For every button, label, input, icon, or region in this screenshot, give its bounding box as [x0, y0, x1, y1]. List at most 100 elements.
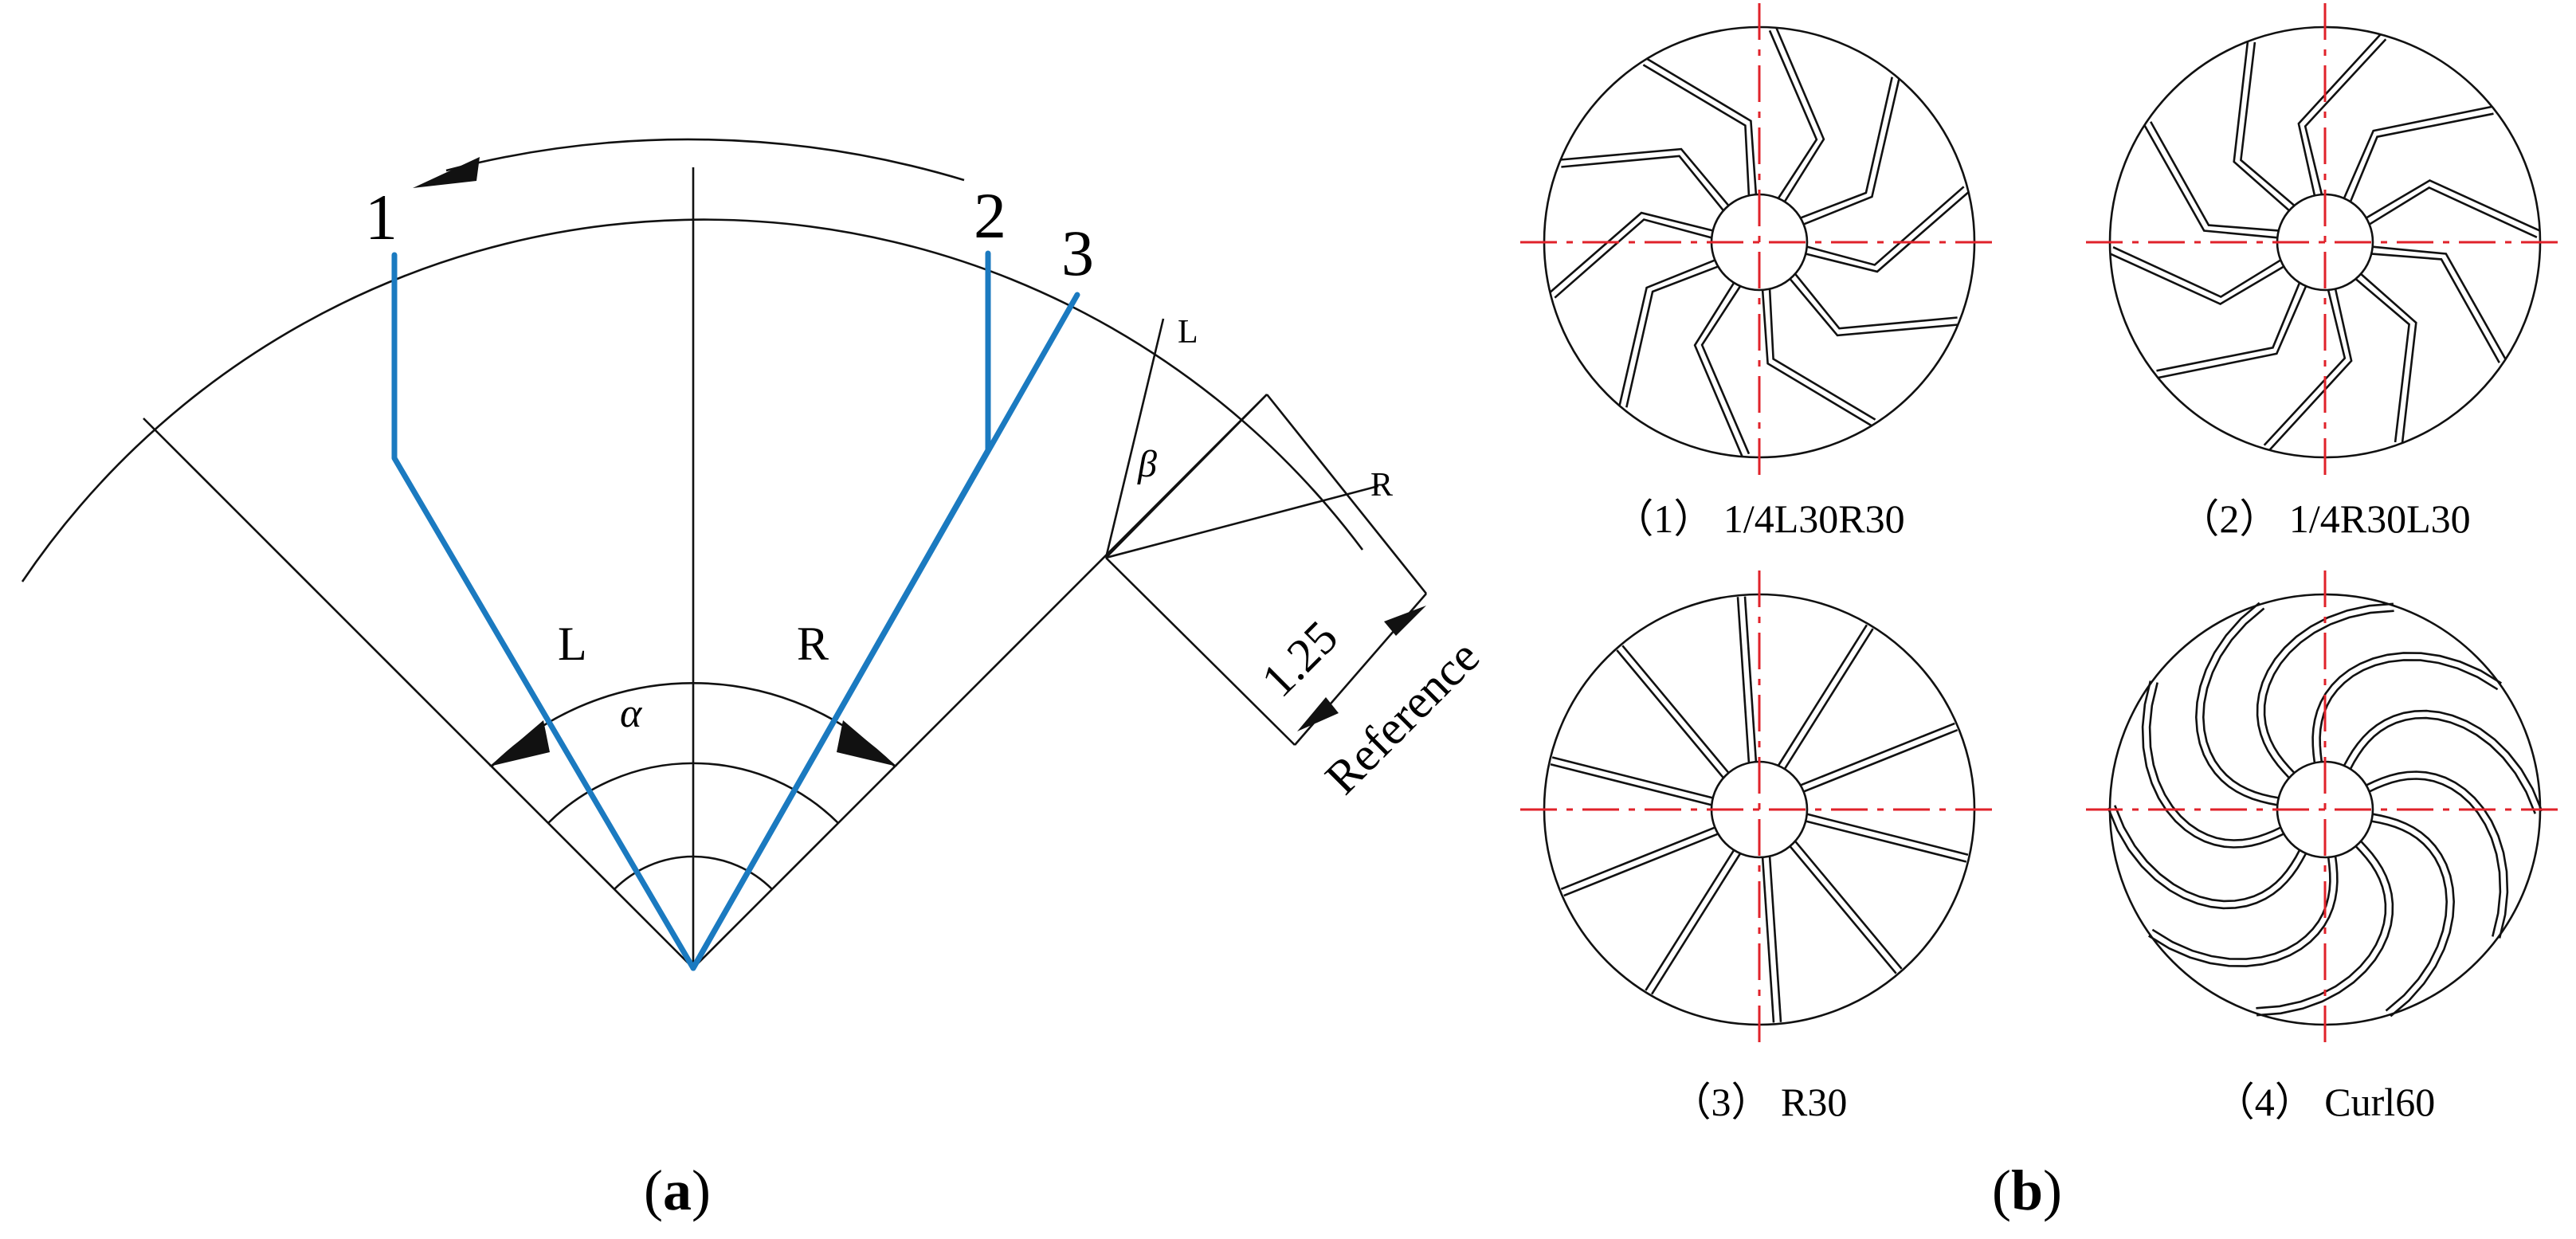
blade-edge [1560, 826, 1715, 891]
blade-edge [1743, 596, 1758, 763]
panel-a-caption-open: ( [644, 1159, 663, 1222]
blade-edge [1783, 628, 1874, 770]
blade-edge [1621, 645, 1730, 774]
blade-edge [2349, 112, 2494, 202]
blade-edge [1642, 64, 1751, 195]
blade-edge [2359, 273, 2417, 444]
blade-edge [1560, 147, 1730, 207]
blade-edge [1700, 285, 1751, 455]
rotation-arrow-arc [445, 138, 965, 182]
blade-edge [2150, 121, 2279, 232]
panel-a-caption: (a) [644, 1159, 711, 1222]
impeller-label-2: （2） 1/4R30L30 [2179, 496, 2470, 541]
panel-a-caption-close: ) [692, 1159, 711, 1222]
blade-edge [2349, 716, 2537, 814]
blade-label-1: 1 [365, 181, 398, 253]
blade-edge [2372, 245, 2507, 360]
side-label-right: R [797, 618, 829, 670]
blade-edge [1768, 289, 1876, 421]
blade-edge [2268, 288, 2353, 451]
impeller-4-blades [2107, 602, 2543, 1017]
impeller-3-blades [1550, 596, 1969, 1023]
blade-edge [2256, 845, 2387, 1010]
blade-edge [1789, 845, 1897, 974]
blade-edge [1645, 849, 1735, 991]
blade-edge [2109, 253, 2285, 305]
blade-edge [1794, 273, 1958, 330]
ref-label-left: L [1178, 314, 1198, 351]
blade-edge [1618, 259, 1715, 406]
blade-edge [1775, 27, 1825, 202]
blade-edge [1693, 282, 1743, 457]
blade-edge [1777, 624, 1868, 767]
blade-3 [690, 292, 1080, 971]
panel-b-caption-close: ) [2043, 1159, 2062, 1222]
reference-text: Reference [1315, 630, 1490, 805]
blade-edge [2371, 820, 2449, 1012]
alpha-arc-inner [614, 855, 773, 890]
outer-arc [21, 218, 1364, 582]
side-label-left: L [558, 618, 587, 670]
panel-b: （1） 1/4L30R30 （2） 1/4R30L30 （3） R30 （4） … [1520, 3, 2564, 1222]
blade-label-3: 3 [1061, 217, 1094, 289]
blade-edge [1805, 191, 1970, 273]
blade-edge [2297, 33, 2382, 196]
blade-edge [2311, 652, 2502, 763]
blade-edge [2369, 778, 2502, 937]
blade-edge [1768, 29, 1818, 199]
blade-edge [2355, 278, 2410, 443]
blade-edge [1805, 820, 1967, 863]
blade-edge [1563, 833, 1719, 897]
blade-edge [1561, 155, 1724, 211]
alpha-left-arrowhead [489, 720, 550, 767]
blade-edge [2343, 709, 2543, 812]
blade-edge [2151, 857, 2331, 960]
impeller-label-1: （1） 1/4L30R30 [1613, 496, 1904, 541]
blade-edge [2107, 807, 2307, 910]
blade-edge [2158, 285, 2307, 379]
impeller-2-blades [2109, 33, 2541, 451]
blade-edge [1551, 756, 1714, 799]
blade-edge [1616, 649, 1724, 778]
beta-label: β [1137, 443, 1157, 485]
blade-edge [2240, 41, 2295, 206]
blade-1 [391, 252, 696, 971]
blade-edge [1650, 853, 1742, 995]
blade-edge [2263, 290, 2347, 446]
rotation-arrowhead [413, 157, 480, 188]
blade-edge [2304, 38, 2387, 194]
blade-edge [1789, 277, 1958, 337]
blade-edge [2263, 610, 2394, 774]
alpha-arc-middle [547, 762, 839, 824]
blade-edge [2148, 856, 2339, 967]
impeller-1 [1520, 3, 1998, 481]
dimension-value: 1.25 [1252, 610, 1348, 707]
blade-edge [1554, 218, 1712, 299]
blade-edge [1761, 289, 1872, 427]
blade-edge [1549, 211, 1714, 293]
panel-a-caption-letter: a [663, 1159, 692, 1222]
blade-edge [2233, 41, 2291, 212]
blade-edge [2365, 179, 2541, 232]
impeller-4 [2086, 570, 2564, 1049]
blade-edge [1550, 763, 1712, 806]
blade-edge [1806, 813, 1969, 856]
blade-edge [2366, 770, 2509, 939]
impeller-3 [1520, 570, 1998, 1049]
impeller-label-4: （4） Curl60 [2215, 1080, 2435, 1124]
blade-edge [2194, 602, 2278, 806]
blade-edge [2148, 682, 2281, 841]
panel-b-caption-open: ( [1992, 1159, 2011, 1222]
impeller-2 [2086, 3, 2564, 481]
blade-edge [2371, 253, 2500, 363]
impeller-label-3: （3） R30 [1672, 1080, 1848, 1124]
blade-edge [1800, 76, 1893, 219]
blade-edge [2369, 186, 2538, 238]
blade-edge [1803, 78, 1900, 225]
blade-2 [690, 250, 991, 971]
blade-edge [1646, 57, 1758, 195]
alpha-right-arrowhead [837, 720, 897, 767]
blade-edge [2256, 841, 2394, 1017]
blade-edge [2113, 805, 2301, 903]
